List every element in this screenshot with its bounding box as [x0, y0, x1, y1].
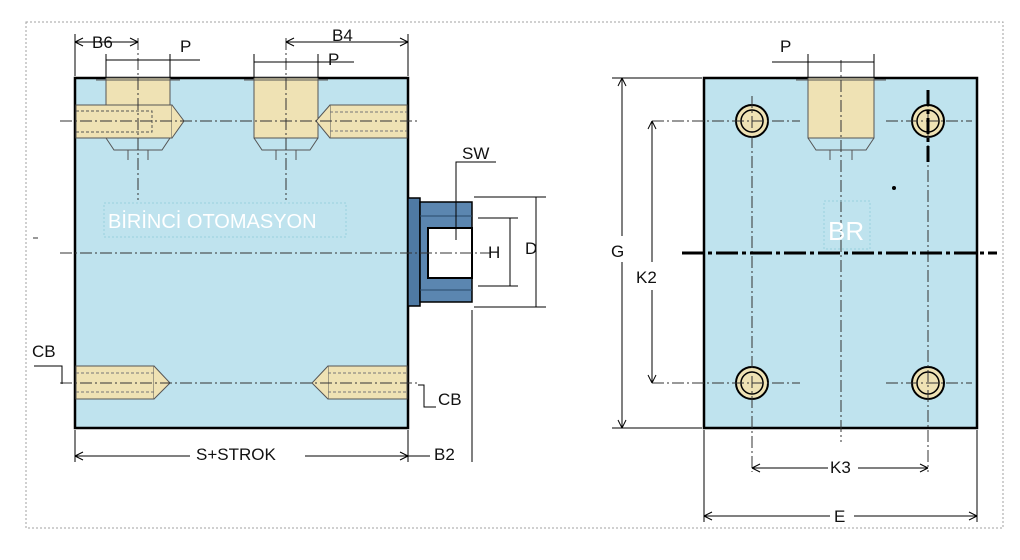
dim-e-line	[703, 430, 978, 522]
label-cb-left: CB	[32, 342, 56, 361]
watermark-logo: BR	[828, 216, 864, 246]
label-g: G	[611, 242, 624, 261]
label-cb-right: CB	[438, 390, 462, 409]
watermark-text: BİRİNCİ OTOMASYON	[108, 210, 317, 233]
dim-b6-line	[74, 34, 139, 76]
dim-d-line	[474, 196, 546, 308]
label-end-p: P	[780, 37, 791, 56]
label-b6: B6	[92, 33, 113, 52]
end-view: P G K2 K3	[611, 37, 997, 526]
label-sw: SW	[462, 144, 489, 163]
dim-bottom-line	[74, 310, 473, 462]
label-d: D	[525, 239, 537, 258]
dim-k2-line	[647, 120, 657, 384]
dim-k3-line	[751, 463, 929, 473]
dim-p-left-line	[105, 54, 200, 78]
label-h: H	[488, 243, 500, 262]
dim-b4-line	[285, 34, 409, 76]
watermark-box	[103, 202, 347, 238]
label-k3: K3	[830, 458, 851, 477]
side-centerlines	[60, 38, 490, 384]
label-p-top-left: P	[180, 37, 191, 56]
dim-cb-left-leader	[34, 365, 63, 384]
label-b2: B2	[434, 445, 455, 464]
dim-p-mid-line	[253, 54, 354, 78]
dim-end-p-line	[772, 54, 875, 78]
side-view: B6 P B4 P SW	[32, 26, 546, 464]
logo-box	[823, 200, 871, 250]
frame-border	[25, 21, 1004, 529]
label-s-stroke: S+STROK	[196, 445, 276, 464]
dim-sw-leader	[455, 161, 496, 240]
label-b4: B4	[332, 26, 353, 45]
label-p-top-mid: P	[328, 50, 339, 69]
dim-cb-right-leader	[418, 384, 436, 408]
label-k2: K2	[636, 268, 657, 287]
rod-end	[407, 197, 473, 307]
dim-h-line	[478, 217, 518, 287]
label-e: E	[834, 507, 845, 526]
dim-g-line	[612, 77, 702, 429]
